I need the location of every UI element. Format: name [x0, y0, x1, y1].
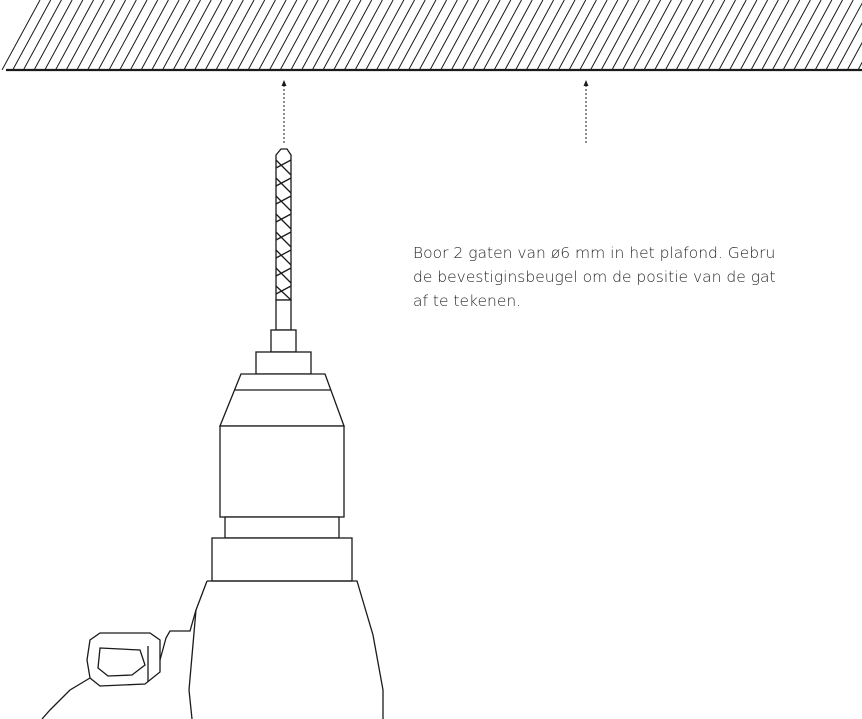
instruction-line-3: af te tekenen. [413, 289, 862, 313]
instruction-text: Boor 2 gaten van ø6 mm in het plafond. G… [413, 241, 862, 313]
hole-arrow-right [584, 80, 589, 143]
arrow-up-icon [282, 80, 287, 86]
hole-arrow-left [282, 80, 287, 143]
ceiling-hatch [2, 0, 862, 70]
arrow-up-icon [584, 80, 589, 86]
drill-icon [42, 330, 383, 719]
drill-bit-icon [276, 149, 291, 330]
instruction-line-1: Boor 2 gaten van ø6 mm in het plafond. G… [413, 241, 862, 265]
instruction-line-2: de bevestiginsbeugel om de positie van d… [413, 265, 862, 289]
